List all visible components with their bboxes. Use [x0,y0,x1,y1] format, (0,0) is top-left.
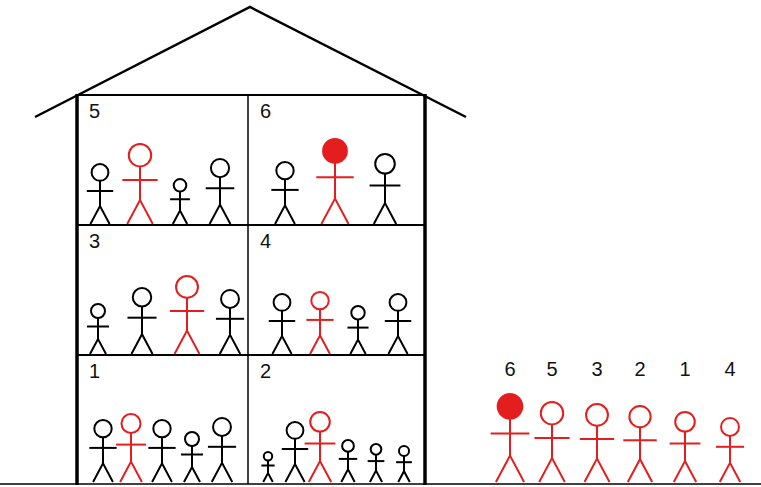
rank-number: 1 [679,358,690,380]
stick-figure [282,422,308,482]
stick-figure [89,420,116,482]
stick-figure [271,162,298,224]
stick-figure [534,402,569,482]
room-box: 2 [248,355,425,484]
right-wall [423,94,427,485]
stick-figure [148,420,175,482]
rank-number: 2 [634,358,645,380]
stick-figure [316,139,353,224]
ground-line [0,483,761,485]
room-box: 3 [77,225,248,355]
floor-line [77,224,425,226]
rank-number: 3 [591,358,602,380]
stick-figure [305,412,336,482]
stick-figure [170,179,190,224]
stick-figure [127,288,156,354]
rank-number: 6 [504,358,515,380]
room-box: 4 [248,225,425,355]
left-wall [75,94,79,485]
stick-figure [170,276,204,354]
rank-number: 4 [724,358,735,380]
stick-figure [181,432,203,482]
stick-figure [716,418,744,482]
stick-figure [261,452,274,482]
room-number: 4 [260,230,425,252]
room-box: 6 [248,95,425,225]
room-number: 6 [260,100,425,122]
stick-figure [87,164,113,224]
stick-figure [347,306,368,354]
stick-figure [206,159,235,224]
stick-figure [208,418,236,482]
room-divider [247,95,249,484]
stick-figure [491,394,530,482]
stick-figure [370,154,401,224]
stick-figure [306,292,333,354]
room-number: 2 [260,360,425,382]
stick-figure [216,290,244,354]
room-number: 3 [89,230,248,252]
stick-figure [580,404,614,482]
room-box: 1 [77,355,248,484]
stick-figure [87,304,109,354]
stick-figure [385,294,411,354]
rank-number: 5 [546,358,557,380]
stick-figure [396,446,412,482]
stick-figure [269,294,295,354]
room-number: 5 [89,100,248,122]
room-box: 5 [77,95,248,225]
room-number: 1 [89,360,248,382]
stick-figure [623,406,656,482]
stick-figure [122,144,157,224]
ceiling-line [77,94,425,96]
stick-figure [368,444,385,482]
floor-line [77,354,425,356]
stick-figure [670,412,701,482]
stick-figure [116,414,146,482]
stick-figure [339,440,357,482]
